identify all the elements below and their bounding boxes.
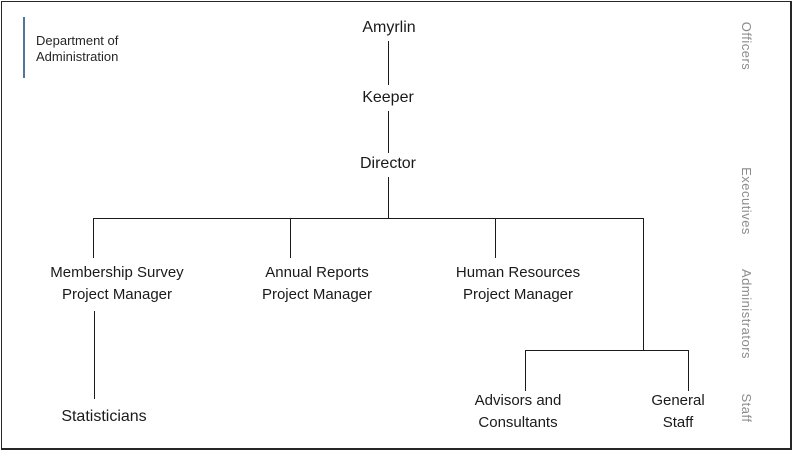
connector-drop-staff-branch [643,218,644,350]
node-keeper: Keeper [362,89,414,106]
department-accent-bar [23,17,25,78]
node-general-staff-line2: Staff [662,414,694,431]
department-title: Department of Administration [36,33,118,65]
node-human-resources-pm: Human Resources Project Manager [456,262,580,306]
connector-drop-general-staff [688,350,689,391]
connector-drop-membership [93,218,94,258]
node-statisticians: Statisticians [61,408,147,425]
side-label-officers: Officers [739,21,754,71]
node-membership-survey-pm-line2: Project Manager [61,286,173,303]
connector-drop-hr [495,218,496,258]
node-advisors-consultants-line2: Consultants [478,414,558,431]
node-human-resources-pm-line2: Project Manager [462,286,574,303]
node-human-resources-pm-line1: Human Resources [455,264,581,281]
connector-director-down [388,177,389,218]
node-general-staff: General Staff [651,390,704,434]
connector-amyrlin-keeper [388,41,389,85]
connector-membership-statisticians [94,311,95,399]
node-general-staff-line1: General [651,392,705,409]
node-director: Director [359,155,417,172]
node-amyrlin: Amyrlin [362,19,416,36]
connector-staff-rail [525,350,689,351]
node-advisors-consultants: Advisors and Consultants [475,390,562,434]
node-annual-reports-pm: Annual Reports Project Manager [262,262,372,306]
department-title-line2: Administration [36,49,119,64]
connector-managers-rail [93,218,644,219]
node-annual-reports-pm-line2: Project Manager [261,286,373,303]
connector-drop-annual [290,218,291,258]
node-membership-survey-pm-line1: Membership Survey [50,264,184,281]
department-title-line1: Department of [36,33,119,48]
side-label-executives: Executives [739,167,754,235]
node-advisors-consultants-line1: Advisors and [474,392,562,409]
connector-keeper-director [388,111,389,153]
side-label-staff: Staff [739,393,754,423]
node-membership-survey-pm: Membership Survey Project Manager [50,262,183,306]
node-annual-reports-pm-line1: Annual Reports [265,264,369,281]
side-label-administrators: Administrators [739,268,754,360]
connector-drop-advisors [525,350,526,391]
